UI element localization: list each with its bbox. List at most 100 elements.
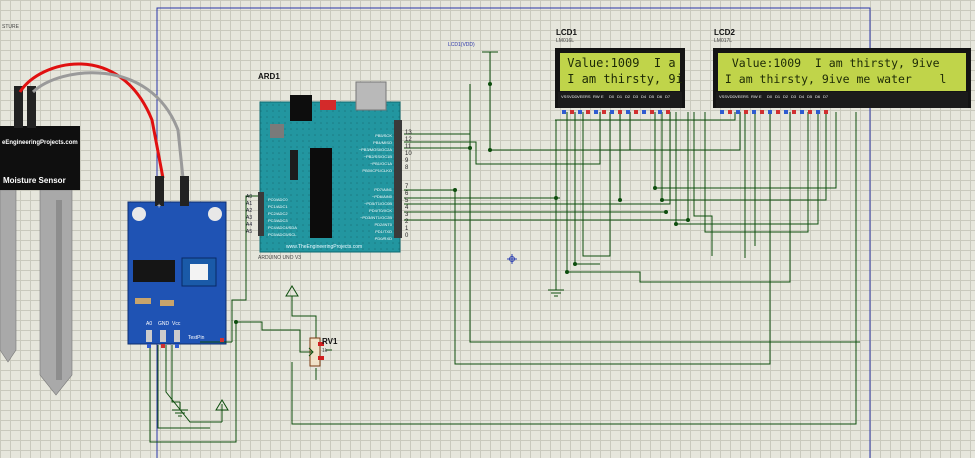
moisture-probe[interactable] [0,86,80,396]
arduino-board[interactable] [258,81,402,253]
pin-number: 1 [405,226,409,232]
digital-pin-name: ~PB1/OC1A [370,161,392,166]
cursor-marker [507,254,517,264]
lcd-pin-label: D5 [807,94,813,99]
lcd-pin-label: D3 [633,94,639,99]
arduino-model: ARDUINO UNO V3 [258,255,302,261]
lcd-pin-label: VEE [577,94,586,99]
pin-number: 8 [405,165,409,171]
sensor-pin-stubs [147,338,224,348]
lcd-pin-label: VSS [719,94,728,99]
digital-pin-name: PD4/T0/XCK [369,208,392,213]
analog-pin-name: PC4/ADC4/SDA [268,225,297,230]
digital-pin-name: PD2/INT0 [374,222,392,227]
digital-pin-name: PD0/RXD [374,236,392,241]
analog-pin-name: PC1/ADC1 [268,204,288,209]
lcd2-model: LM017L [714,38,733,44]
lcd-pin-label: D0 [767,94,773,99]
potentiometer-rv1[interactable] [304,337,324,367]
pin-number: 2 [405,219,409,225]
lcd2[interactable] [713,48,971,108]
pin-number: 7 [405,184,409,190]
lcd-pin-label: D7 [823,94,829,99]
lcd1-vdd-label: LCD1(VDD) [448,42,475,48]
lcd-pin-label: E [601,94,604,99]
lcd1-line1: Value:1009 I a [560,56,676,70]
lcd1[interactable] [555,48,685,108]
pin-number: 5 [405,198,409,204]
pin-number: 4 [405,205,409,211]
sensor-module[interactable] [127,176,227,345]
arduino-digital-top: PB5/SCK PB4/MISO ~PB3/MOSI/OC2A ~PB2/SS/… [352,132,392,174]
digital-pin-name: PB4/MISO [373,140,392,145]
pin-number: 0 [405,233,409,239]
analog-label: A2 [246,208,253,214]
arduino-footer: www.TheEngineeringProjects.com [286,244,363,250]
lcd-pin-label: D4 [641,94,647,99]
lcd-pin-label: D6 [657,94,663,99]
lcd1-model: LM016L [556,38,575,44]
sensor-plus-label: + [157,203,162,210]
sensor-test-pin: TestPin [188,335,205,341]
pin-number: 10 [405,151,412,157]
arduino-pin-numbers-bottom: 7 6 5 4 3 2 1 0 [405,184,408,240]
analog-label: A0 [246,194,253,200]
lcd1-pin-stubs [562,110,670,114]
lcd-pin-label: D0 [609,94,615,99]
lcd1-pin-labels: VSS VDD VEE RS RW E D0 D1 D2 D3 D4 D5 D6… [561,94,672,99]
digital-pin-name: PB0/ICP1/CLKO [362,168,392,173]
analog-pin-name: PC3/ADC3 [268,218,288,223]
sensor-pin-gnd: GND [158,321,170,327]
power-arrow-sensor [215,399,229,411]
lcd-pin-label: RW [751,94,758,99]
lcd2-pin-stubs [720,110,828,114]
lcd-pin-label: D2 [625,94,631,99]
pot-ref: RV1 [322,337,338,346]
lcd2-line2: I am thirsty, 9ive me water l [718,72,947,86]
pin-number: 11 [405,144,412,150]
lcd-pin-label: D3 [791,94,797,99]
analog-pin-name: PC2/ADC2 [268,211,288,216]
pin-number: 12 [405,137,412,143]
lcd-pin-label: D7 [665,94,671,99]
sensor-site-label: eEngineeringProjects.com [2,140,78,146]
pot-value: 1k [322,348,328,354]
pin-number: 3 [405,212,409,218]
lcd-pin-label: VEE [735,94,744,99]
digital-pin-name: ~PD6/AIN0 [371,194,392,199]
arduino-analog-labels: A0 A1 A2 A3 A4 A5 [246,194,252,236]
lcd-pin-label: RW [593,94,600,99]
analog-label: A1 [246,201,253,207]
digital-pin-name: PD7/AIN1 [374,187,392,192]
pin-number: 13 [405,130,412,136]
analog-label: A5 [246,229,253,235]
analog-label: A4 [246,222,253,228]
lcd-pin-label: RS [743,94,749,99]
lcd-pin-label: D1 [775,94,781,99]
lcd-pin-label: D2 [783,94,789,99]
analog-label: A3 [246,215,253,221]
analog-pin-name: PC5/ADC5/SCL [268,232,297,237]
lcd2-pin-labels: VSS VDD VEE RS RW E D0 D1 D2 D3 D4 D5 D6… [719,94,830,99]
arduino-pin-numbers-top: 13 12 11 10 9 8 [405,130,412,172]
digital-pin-name: PD1/TXD [375,229,392,234]
gray-wire [31,71,185,179]
lcd-pin-label: D5 [649,94,655,99]
power-arrow-pot [285,285,299,297]
digital-pin-name: ~PB3/MOSI/OC2A [358,147,392,152]
arduino-ref: ARD1 [258,72,280,81]
digital-pin-name: PB5/SCK [375,133,392,138]
arduino-analog-pins: PC0/ADC0 PC1/ADC1 PC2/ADC2 PC3/ADC3 PC4/… [268,196,297,238]
pin-number: 9 [405,158,409,164]
analog-pin-name: PC0/ADC0 [268,197,288,202]
lcd-pin-label: D4 [799,94,805,99]
sensor-title: Moisture Sensor [3,176,66,185]
lcd1-ref: LCD1 [556,28,577,37]
lcd-pin-label: VDD [569,94,578,99]
lcd1-line2: I am thirsty, 9i [560,72,683,86]
sensor-pin-vcc: Vcc [172,321,181,327]
wire-net [149,51,860,443]
digital-pin-name: ~PD5/T1/OC0B [364,201,392,206]
